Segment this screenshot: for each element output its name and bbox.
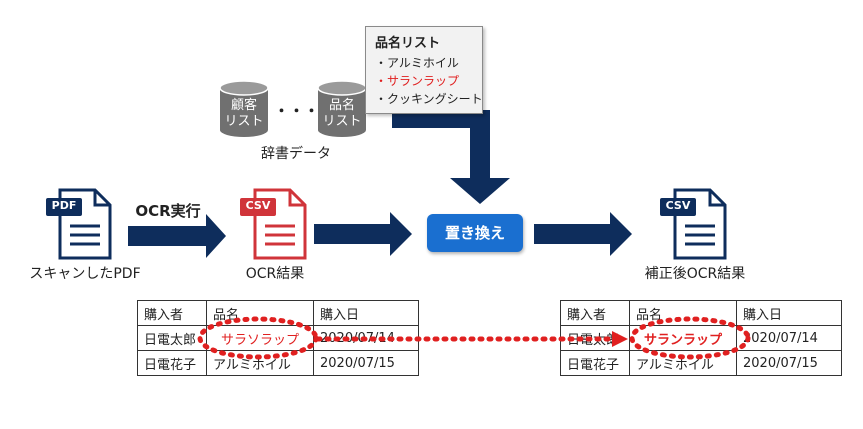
cell-buyer: 日電花子 (137, 350, 207, 376)
cell-date: 2020/07/14 (313, 325, 419, 351)
cell-date: 2020/07/14 (736, 325, 842, 351)
cell-product: アルミホイル (629, 350, 737, 376)
cell-product-corrected: サランラップ (629, 325, 737, 351)
customer-list-line2: リスト (224, 114, 264, 129)
dictionary-to-replace-arrow (392, 110, 510, 204)
table-row: 日電花子 アルミホイル 2020/07/15 (137, 350, 419, 376)
header-product: 品名 (206, 300, 314, 326)
note-item-highlighted: ・サランラップ (375, 74, 460, 88)
header-buyer: 購入者 (137, 300, 207, 326)
header-date: 購入日 (313, 300, 419, 326)
pdf-document-icon (46, 188, 112, 260)
customer-list-line1: 顧客 (230, 98, 257, 113)
header-product: 品名 (629, 300, 737, 326)
customer-list-label: 顧客 リスト (220, 98, 268, 130)
from-replace-arrow (534, 212, 632, 256)
pdf-badge: PDF (51, 199, 77, 212)
csv-badge-corrected: CSV (665, 199, 691, 212)
ellipsis: ・・・ (274, 102, 320, 120)
table-row: 日電太郎 サランラップ 2020/07/14 (560, 325, 842, 351)
header-buyer: 購入者 (560, 300, 630, 326)
header-date: 購入日 (736, 300, 842, 326)
product-list-line1: 品名 (328, 98, 355, 113)
to-replace-arrow (314, 212, 412, 256)
product-list-note: 品名リスト ・アルミホイル ・サランラップ ・クッキングシート (365, 26, 483, 114)
csv-corrected-result-icon (660, 188, 727, 260)
cell-buyer: 日電花子 (560, 350, 630, 376)
ocr-result-label: OCR結果 (245, 266, 305, 282)
note-item: ・クッキングシート (375, 92, 483, 106)
cell-product: アルミホイル (206, 350, 314, 376)
dictionary-data-label: 辞書データ (261, 146, 331, 162)
ocr-result-table: 購入者 品名 購入日 日電太郎 サラソラップ 2020/07/14 日電花子 ア… (137, 300, 419, 376)
ocr-step-label: OCR実行 (135, 202, 201, 220)
corrected-result-table: 購入者 品名 購入日 日電太郎 サランラップ 2020/07/14 日電花子 ア… (560, 300, 842, 376)
product-list-label: 品名 リスト (318, 98, 366, 130)
csv-badge: CSV (245, 199, 271, 212)
replace-button[interactable]: 置き換え (427, 214, 523, 252)
csv-ocr-result-icon (240, 188, 307, 260)
note-item: ・アルミホイル (375, 56, 459, 70)
cell-date: 2020/07/15 (736, 350, 842, 376)
cell-date: 2020/07/15 (313, 350, 419, 376)
customer-list-database-icon (219, 80, 269, 137)
product-list-line2: リスト (322, 114, 362, 129)
table-header-row: 購入者 品名 購入日 (137, 300, 419, 326)
cell-buyer: 日電太郎 (137, 325, 207, 351)
cell-product-misread: サラソラップ (206, 325, 314, 351)
table-row: 日電花子 アルミホイル 2020/07/15 (560, 350, 842, 376)
corrected-ocr-result-label: 補正後OCR結果 (644, 266, 746, 282)
table-row: 日電太郎 サラソラップ 2020/07/14 (137, 325, 419, 351)
table-header-row: 購入者 品名 購入日 (560, 300, 842, 326)
ocr-arrow (128, 214, 226, 258)
cell-buyer: 日電太郎 (560, 325, 630, 351)
note-title: 品名リスト (375, 36, 441, 51)
scanned-pdf-label: スキャンしたPDF (29, 266, 141, 282)
